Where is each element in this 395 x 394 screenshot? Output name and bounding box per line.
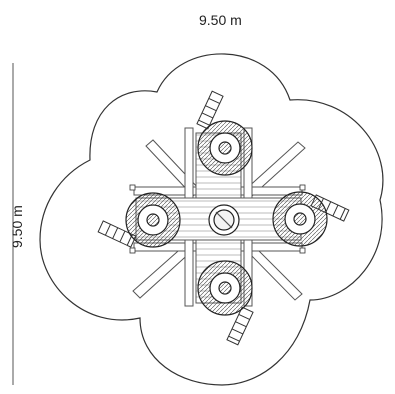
diagonal-beams <box>132 139 306 301</box>
width-dimension-label: 9.50 m <box>199 12 242 28</box>
central-hub <box>208 204 240 236</box>
towers <box>125 120 328 316</box>
south-ladder <box>226 306 254 346</box>
east-tower <box>272 191 328 247</box>
posts <box>129 184 306 254</box>
safety-zone-outline <box>39 53 384 386</box>
south-tower <box>197 260 253 316</box>
west-tower <box>125 192 181 248</box>
north-tower <box>197 120 253 176</box>
height-dimension-label: 9.50 m <box>9 205 25 248</box>
north-ladder <box>196 90 224 130</box>
